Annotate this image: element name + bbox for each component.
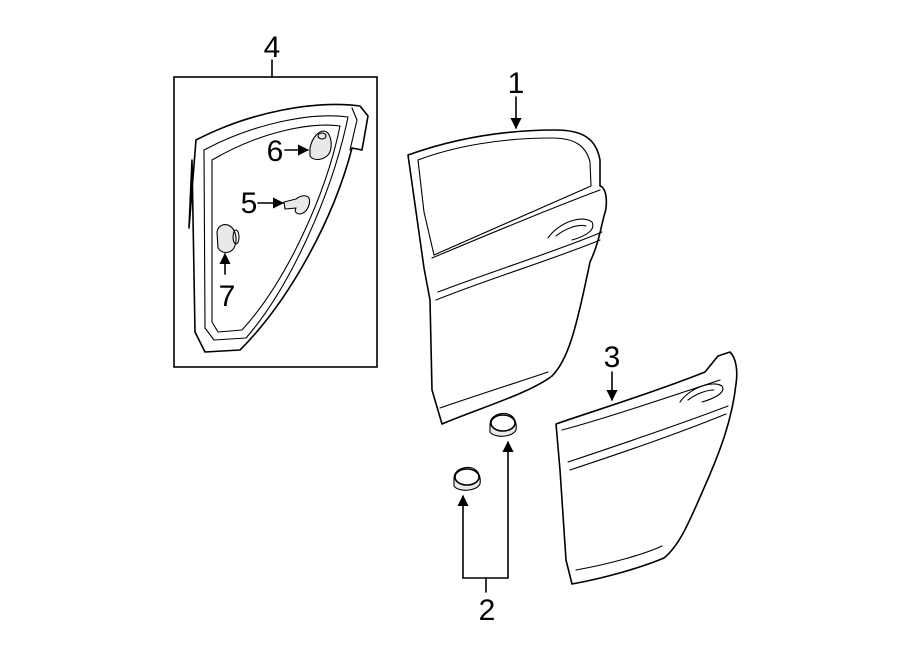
- part-2-plug-lower: [453, 466, 481, 491]
- callout-1: 1: [508, 67, 525, 100]
- part-4-weatherstrip: [188, 103, 369, 353]
- callout-6: 6: [267, 135, 284, 168]
- part-2-leader: [457, 440, 514, 593]
- part-7-clip: [216, 224, 240, 254]
- part-2-plug-upper: [489, 412, 517, 437]
- part-3-door-skin: [555, 351, 738, 585]
- callout-4: 4: [264, 31, 281, 64]
- callout-7: 7: [219, 280, 236, 313]
- callout-3: 3: [604, 341, 621, 374]
- part-6-clip: [309, 130, 332, 161]
- callout-2: 2: [479, 594, 496, 627]
- part-5-clip: [283, 195, 311, 215]
- callout-5: 5: [241, 187, 258, 220]
- part-1-door-shell: [407, 96, 608, 425]
